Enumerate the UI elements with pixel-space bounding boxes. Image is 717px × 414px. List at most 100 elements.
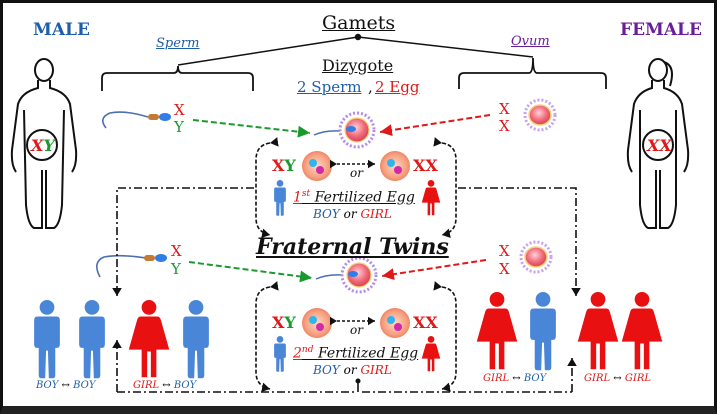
or-label: or <box>350 323 363 337</box>
girl-label: GIRL <box>360 363 392 377</box>
ovum-x-label: X <box>499 260 510 278</box>
fertilized-egg-text: Fertilized Egg <box>314 189 415 206</box>
ovum-label: Ovum <box>511 34 550 49</box>
or-label: or <box>343 207 357 221</box>
or-label: or <box>343 363 357 377</box>
outcome-label: BOY <box>36 380 59 391</box>
outcome-pair: GIRL ↔ BOY <box>133 381 196 391</box>
sperm-label: Sperm <box>156 36 200 51</box>
pair-arrow-icon: ↔ <box>512 373 521 384</box>
outcome-pair: GIRL ↔ GIRL <box>584 374 651 384</box>
two-sperm-label: 2 Sperm <box>297 78 362 96</box>
ovum-x-label: X <box>499 242 510 260</box>
girl-icon <box>421 180 441 216</box>
x-chromosome: X <box>272 156 285 175</box>
girl-label: GIRL <box>360 207 392 221</box>
x-chromosome: X <box>413 156 426 175</box>
x-chromosome: X <box>425 156 438 175</box>
girl-icon <box>128 300 170 378</box>
ovum-brace <box>458 57 607 89</box>
fraternal-twins-title: Fraternal Twins <box>256 234 449 260</box>
dizygote-separator: , <box>368 78 373 96</box>
fertilization-icon <box>313 111 376 149</box>
sperm-x-label: X <box>171 242 182 260</box>
boy-icon <box>530 292 556 371</box>
zygote-xy-label: XY <box>272 158 296 174</box>
zygote-xy-label: XY <box>272 315 296 331</box>
outcome-label: BOY <box>173 380 197 391</box>
male-title: MALE <box>33 20 90 40</box>
female-silhouette-icon <box>626 58 690 229</box>
boy-label: BOY <box>313 363 340 377</box>
boy-icon <box>34 300 60 379</box>
outcome-connector-node <box>355 378 361 384</box>
girl-icon <box>577 292 619 370</box>
boy-icon <box>274 180 286 216</box>
ovum-arrow <box>379 114 491 137</box>
or-arrow <box>330 159 375 326</box>
y-chromosome: Y <box>284 313 296 332</box>
people-icons <box>34 180 663 379</box>
pair-arrow-icon: ↔ <box>162 380 171 391</box>
male-chromosomes: XY <box>31 138 55 154</box>
female-title: FEMALE <box>620 20 702 40</box>
boy-label: BOY <box>313 207 340 221</box>
x-chromosome: X <box>272 313 285 332</box>
x-chromosome: X <box>413 313 426 332</box>
sperm-cell-icon <box>96 254 167 278</box>
boy-or-girl-label: BOY or GIRL <box>313 208 392 220</box>
ordinal-number: 2 <box>293 345 302 362</box>
or-label: or <box>350 166 363 180</box>
ovum-x-label: X <box>499 117 510 135</box>
gamets-connector <box>177 33 534 66</box>
ordinal-suffix: nd <box>301 345 314 355</box>
sperm-y-label: Y <box>171 260 181 278</box>
zygote-xx-label: XX <box>413 158 438 174</box>
outcome-pair: BOY ↔ BOY <box>36 381 95 391</box>
girl-icon <box>421 336 441 372</box>
ovum-arrow <box>381 259 487 281</box>
outcome-label: BOY <box>523 373 547 384</box>
outcome-connector <box>112 187 581 393</box>
outcome-label: GIRL <box>483 373 510 384</box>
x-chromosome: X <box>425 313 438 332</box>
sperm-brace <box>101 65 254 91</box>
sperm-y-label: Y <box>174 118 184 136</box>
boy-or-girl-label: BOY or GIRL <box>313 364 392 376</box>
fertilized-egg-label: 2nd Fertilized Egg <box>293 346 418 361</box>
gamets-title: Gamets <box>322 12 396 34</box>
ordinal-number: 1 <box>293 189 302 206</box>
sperm-arrow <box>188 261 313 283</box>
zygote-icon <box>302 151 410 338</box>
zygote-bracket <box>255 137 457 393</box>
outcome-label: GIRL <box>584 373 611 384</box>
two-egg-label: 2 Egg <box>375 78 420 96</box>
ovum-cell-icon <box>523 98 557 132</box>
pair-arrow-icon: ↔ <box>613 373 622 384</box>
outcome-label: BOY <box>73 380 96 391</box>
ordinal-suffix: st <box>301 189 311 199</box>
outcome-label: GIRL <box>133 380 160 391</box>
female-chromosomes: XX <box>647 138 672 154</box>
dizygote-title: Dizygote <box>322 56 394 75</box>
x-chromosome: X <box>647 136 660 155</box>
fertilized-egg-label: 1st Fertilized Egg <box>293 190 415 205</box>
pair-arrow-icon: ↔ <box>61 380 70 391</box>
x-chromosome: X <box>659 136 672 155</box>
fertilized-egg-text: Fertilized Egg <box>317 345 419 362</box>
outcome-pair: GIRL ↔ BOY <box>483 374 546 384</box>
boy-icon <box>183 300 209 379</box>
y-chromosome: Y <box>43 136 55 155</box>
outcome-label: GIRL <box>624 373 651 384</box>
zygote-xx-label: XX <box>413 315 438 331</box>
male-silhouette-icon <box>10 58 78 229</box>
sperm-arrow <box>192 119 311 138</box>
fertilization-icon <box>315 256 378 294</box>
girl-icon <box>621 292 663 370</box>
ovum-x-label: X <box>499 100 510 118</box>
sperm-x-label: X <box>174 101 185 119</box>
y-chromosome: Y <box>284 156 296 175</box>
x-chromosome: X <box>31 136 44 155</box>
girl-icon <box>476 292 518 370</box>
